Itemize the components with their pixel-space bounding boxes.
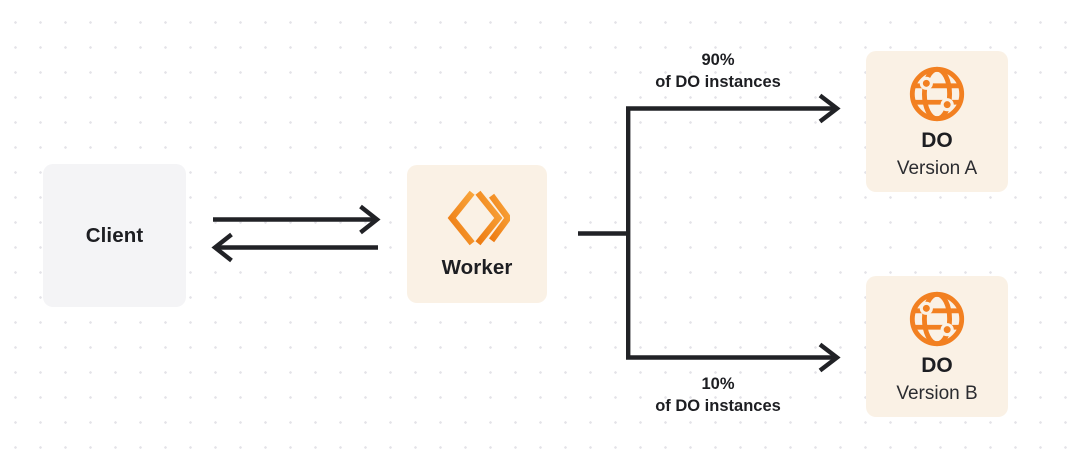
do-version-b-title: DO — [921, 354, 953, 377]
arrow-client-to-worker — [213, 204, 381, 235]
arrowhead-to-do-version-a — [818, 93, 841, 124]
split-caption-top: of DO instances — [655, 72, 781, 91]
split-branch-lines — [626, 106, 834, 360]
split-label-10-percent: 10% of DO instances — [618, 374, 818, 417]
globe-icon — [906, 288, 968, 350]
do-version-b-subtitle: Version B — [896, 383, 978, 404]
do-version-b-node: DO Version B — [866, 276, 1008, 417]
client-label: Client — [85, 223, 144, 247]
split-label-90-percent: 90% of DO instances — [618, 50, 818, 93]
client-node: Client — [43, 164, 186, 307]
do-version-a-node: DO Version A — [866, 51, 1008, 192]
cloudflare-workers-icon — [444, 189, 513, 247]
worker-label: Worker — [441, 255, 513, 279]
arrowhead-to-do-version-b — [818, 342, 841, 373]
split-percent-top: 90% — [701, 51, 735, 69]
do-version-a-subtitle: Version A — [896, 158, 978, 179]
worker-node: Worker — [407, 165, 547, 303]
arrow-worker-to-client — [211, 232, 378, 263]
do-version-a-title: DO — [921, 129, 953, 152]
split-caption-bottom: of DO instances — [655, 396, 781, 415]
globe-icon — [906, 63, 968, 125]
split-percent-bottom: 10% — [701, 375, 735, 393]
